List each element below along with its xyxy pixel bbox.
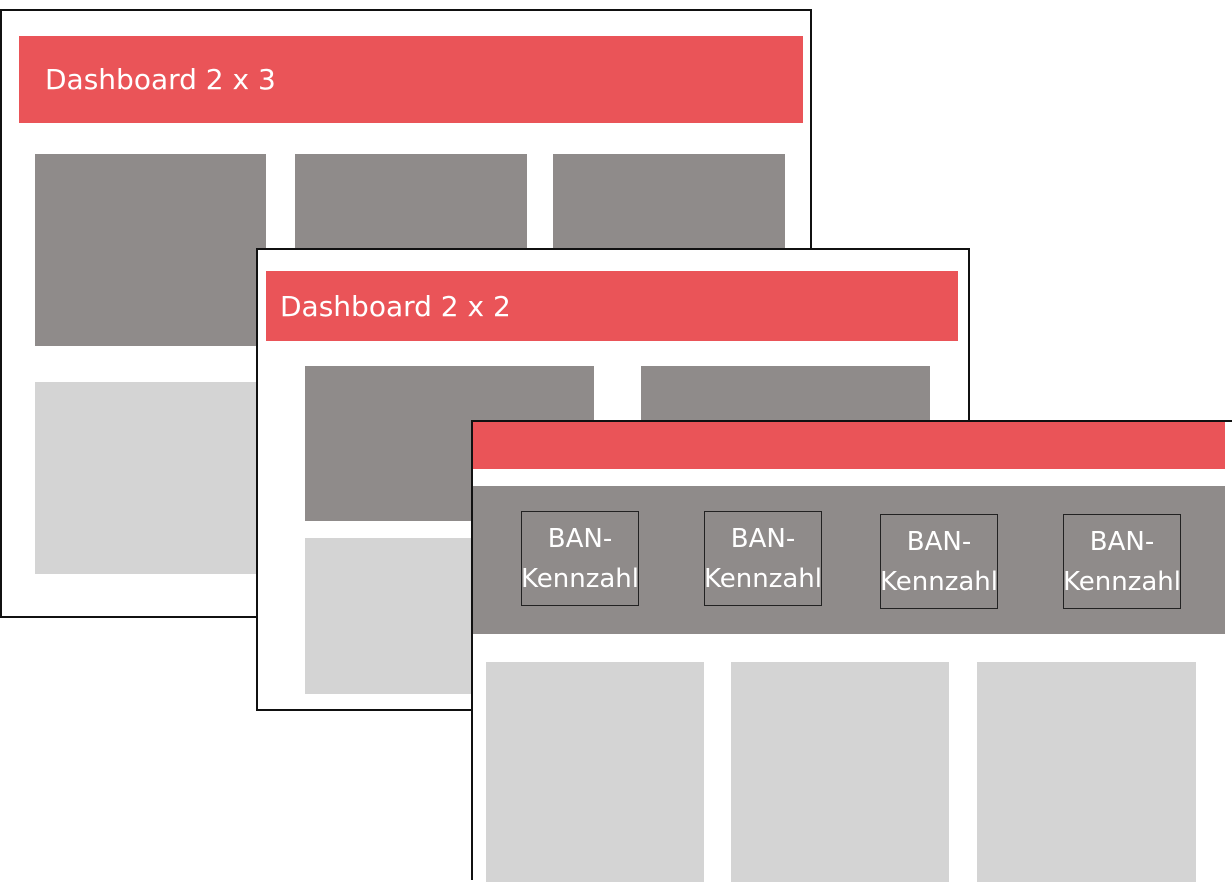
dashboard-2x3-title: Dashboard 2 x 3 — [45, 63, 276, 96]
chart-tile-top-1 — [35, 154, 266, 346]
ban-label-line2: Kennzahl — [521, 563, 639, 594]
dashboard-2x2-header: Dashboard 2 x 2 — [266, 271, 958, 341]
ban-row: BAN- Kennzahl BAN- Kennzahl BAN- Kennzah… — [473, 486, 1225, 634]
ban-label-line1: BAN- — [906, 526, 972, 557]
chart-tile-bottom-1 — [35, 382, 266, 574]
dashboard-2x2-title: Dashboard 2 x 2 — [280, 289, 511, 323]
chart-tile-bottom-1 — [486, 662, 704, 882]
dashboard-ban-header — [473, 422, 1225, 469]
ban-tile: BAN- Kennzahl — [1063, 514, 1181, 609]
ban-tile: BAN- Kennzahl — [704, 511, 822, 606]
ban-label-line2: Kennzahl — [704, 563, 822, 594]
ban-tile: BAN- Kennzahl — [521, 511, 639, 606]
ban-label-line1: BAN- — [730, 523, 796, 554]
dashboard-ban-frame: BAN- Kennzahl BAN- Kennzahl BAN- Kennzah… — [471, 420, 1232, 882]
ban-label-line2: Kennzahl — [1063, 566, 1181, 597]
chart-tile-bottom-2 — [731, 662, 949, 882]
dashboard-2x3-header: Dashboard 2 x 3 — [19, 36, 803, 123]
ban-label-line1: BAN- — [547, 523, 613, 554]
ban-tile: BAN- Kennzahl — [880, 514, 998, 609]
ban-label-line1: BAN- — [1089, 526, 1155, 557]
chart-tile-bottom-3 — [977, 662, 1196, 882]
ban-label-line2: Kennzahl — [880, 566, 998, 597]
